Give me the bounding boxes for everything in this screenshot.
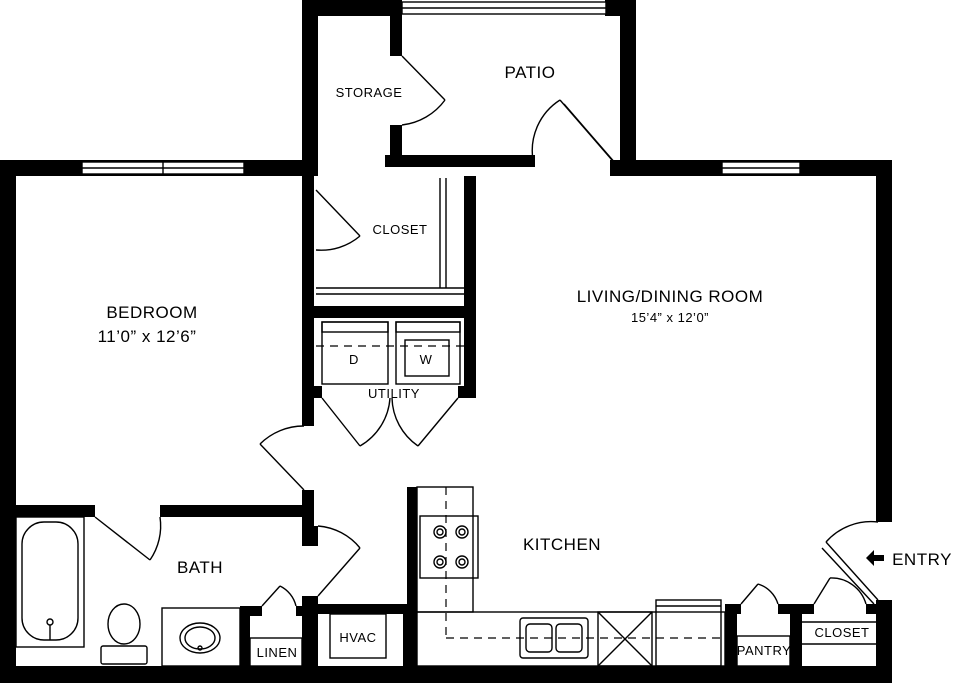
kitchen-counter-bottom	[416, 611, 726, 667]
storage-label: STORAGE	[336, 85, 403, 100]
bedroom-label: BEDROOM	[106, 303, 197, 322]
closet-bedroom-label: CLOSET	[372, 222, 427, 237]
kitchen-label: KITCHEN	[523, 535, 601, 554]
bath-label: BATH	[177, 558, 223, 577]
doors	[94, 55, 879, 607]
stove	[419, 515, 479, 579]
fixtures	[15, 321, 876, 667]
patio-label: PATIO	[505, 63, 556, 82]
windows	[81, 1, 801, 175]
living-dims: 15’4” x 12’0”	[631, 310, 709, 325]
utility-label: UTILITY	[368, 386, 420, 401]
toilet	[107, 603, 141, 645]
dryer-label: D	[349, 352, 359, 367]
kitchen-sink	[519, 617, 589, 659]
arrow-left-icon	[866, 550, 884, 566]
entry-marker: ENTRY	[866, 550, 952, 569]
washer-label: W	[420, 352, 433, 367]
walls	[0, 0, 892, 683]
refrigerator	[655, 599, 722, 667]
closet-entry-label: CLOSET	[814, 625, 869, 640]
bedroom-dims: 11’0” x 12’6”	[98, 327, 197, 346]
kitchen-counter-left	[416, 486, 474, 613]
linen-label: LINEN	[257, 645, 298, 660]
hvac-label: HVAC	[339, 630, 376, 645]
dishwasher	[597, 611, 653, 667]
living-label: LIVING/DINING ROOM	[577, 287, 764, 306]
bathtub	[15, 516, 85, 648]
vanity	[161, 607, 241, 667]
entry-label: ENTRY	[892, 550, 952, 569]
pantry-label: PANTRY	[737, 643, 792, 658]
